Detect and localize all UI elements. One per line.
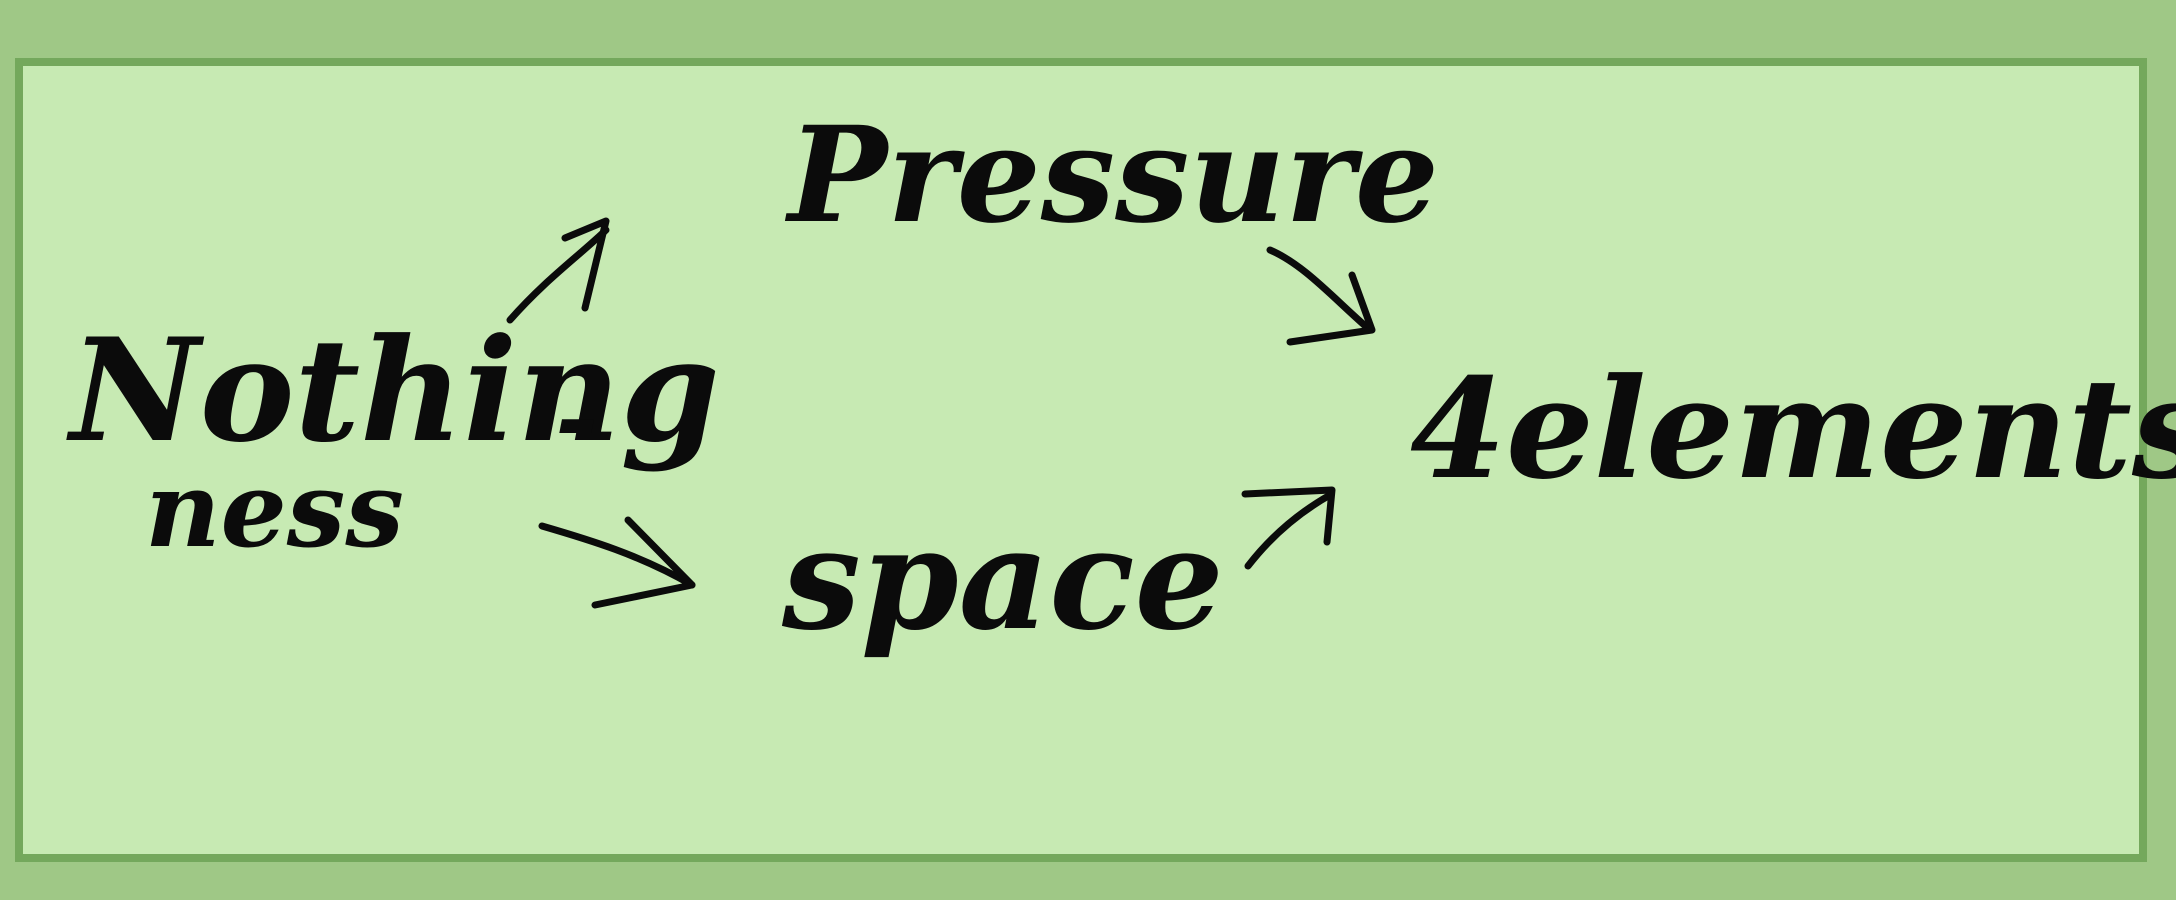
node-space: space bbox=[782, 498, 1224, 662]
board bbox=[15, 58, 2147, 862]
node-nothingness-line2: ness bbox=[145, 448, 404, 571]
hyphen-mark: - bbox=[555, 356, 599, 479]
node-4elements: 4elements bbox=[1410, 347, 2176, 510]
node-pressure: Pressure bbox=[788, 98, 1439, 253]
node-nothingness-line1: Nothing bbox=[70, 308, 720, 474]
